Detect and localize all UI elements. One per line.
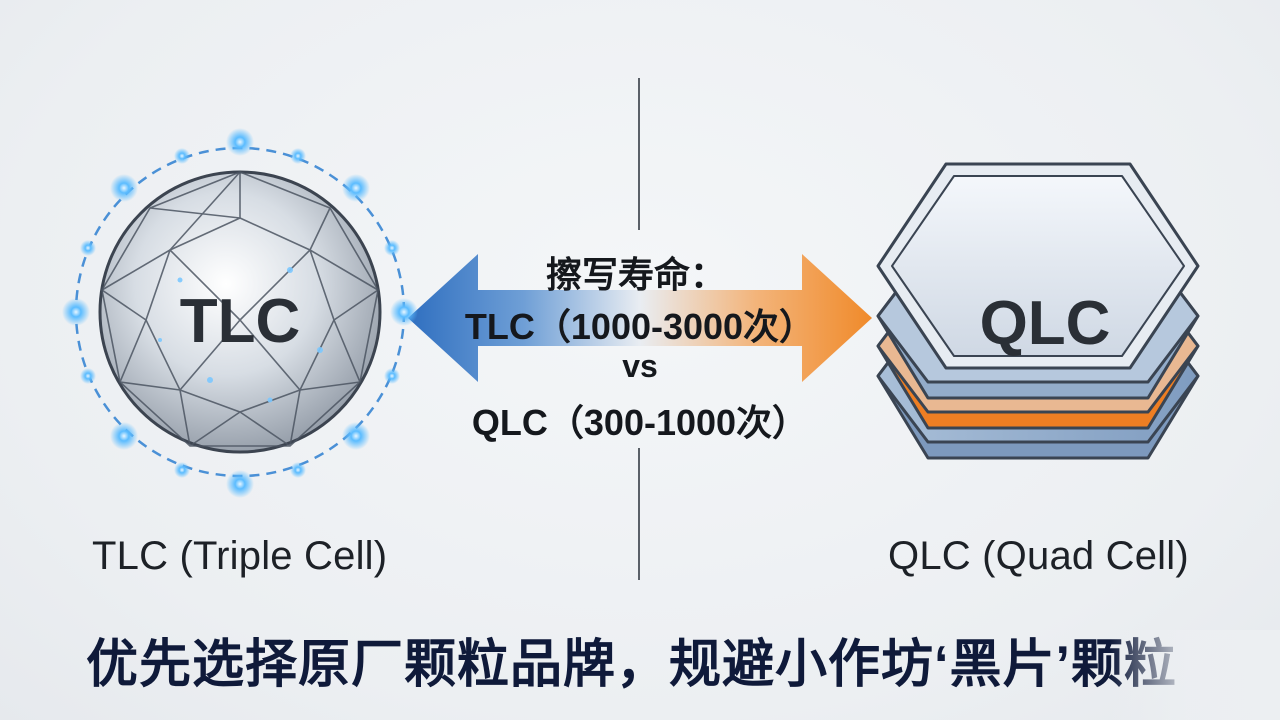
center-divider [638, 448, 640, 580]
diamond-icon [62, 128, 418, 498]
lifespan-title: 擦写寿命： [546, 254, 727, 295]
double-arrow-icon [408, 254, 872, 382]
tlc-badge-label: TLC [179, 287, 301, 356]
edge-fade [1110, 630, 1280, 720]
center-divider [638, 78, 640, 230]
layered-hexagon-icon [876, 162, 1200, 460]
tlc-caption: TLC (Triple Cell) [92, 534, 388, 578]
qlc-badge-label: QLC [979, 289, 1111, 358]
advice-banner: 优先选择原厂颗粒品牌，规避小作坊‘黑片’颗粒 [86, 636, 1177, 694]
tlc-endurance-range: TLC（1000-3000次） [464, 306, 816, 347]
versus-label: vs [622, 348, 658, 384]
qlc-endurance-range: QLC（300-1000次） [471, 402, 809, 443]
qlc-caption: QLC (Quad Cell) [888, 534, 1189, 578]
